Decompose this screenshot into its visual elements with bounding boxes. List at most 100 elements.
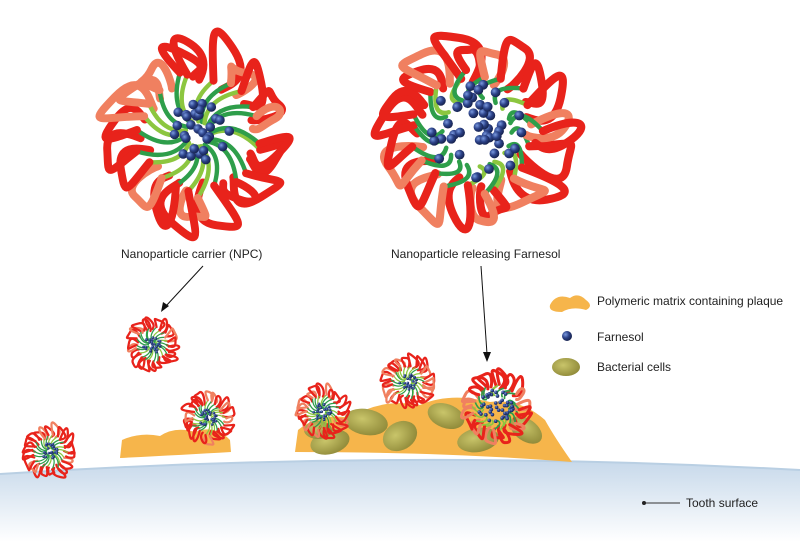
farnesol-molecule [51, 442, 55, 446]
npc-arrow [165, 265, 204, 307]
farnesol-molecule [503, 411, 507, 416]
farnesol-molecule [214, 419, 218, 423]
farnesol-molecule [213, 413, 217, 417]
farnesol-molecule [490, 388, 495, 393]
farnesol-molecule [151, 345, 155, 348]
polymer-chain [324, 409, 339, 415]
farnesol-molecule [158, 344, 162, 348]
farnesol-molecule [490, 87, 501, 98]
farnesol-molecule [406, 377, 409, 381]
polymer-chain [154, 342, 170, 348]
shell-loop [400, 356, 411, 369]
shell-loop [381, 367, 398, 377]
farnesol-molecule [153, 348, 157, 351]
farnesol-molecule [500, 398, 505, 403]
farnesol-molecule [329, 410, 333, 414]
polymer-chain [403, 365, 408, 380]
nanoparticle-releasing-large [370, 31, 586, 234]
farnesol-molecule [413, 375, 416, 379]
polymer-chain [452, 67, 469, 103]
farnesol-molecule [149, 349, 153, 352]
farnesol-molecule [488, 404, 493, 408]
farnesol-molecule [398, 381, 402, 385]
farnesol-molecule [429, 135, 440, 146]
farnesol-molecule [500, 416, 504, 420]
farnesol-molecule [315, 410, 319, 413]
polymer-chain [392, 383, 406, 390]
nanoparticle-on-plaque [294, 382, 352, 440]
polymer-chain [135, 337, 150, 346]
polymer-chain [49, 435, 59, 450]
farnesol-molecule [317, 402, 321, 406]
farnesol-molecule [316, 404, 320, 408]
release-arrowhead [483, 352, 491, 362]
farnesol-molecule [488, 410, 493, 414]
shell-loop [503, 373, 516, 394]
shell-loop [398, 46, 454, 90]
legend-bacteria-label: Bacterial cells [597, 360, 672, 374]
shell-loop [116, 144, 155, 192]
polymer-chain [202, 88, 244, 126]
polymer-chain [147, 347, 154, 362]
nanoparticles-group [21, 27, 586, 479]
farnesol-molecule [482, 101, 493, 112]
farnesol-molecule [494, 138, 504, 149]
farnesol-molecule [206, 408, 209, 412]
farnesol-molecule [496, 408, 501, 412]
shell-loop [64, 450, 76, 459]
farnesol-molecule [208, 413, 212, 416]
farnesol-molecule [189, 144, 199, 154]
farnesol-molecule [463, 90, 473, 101]
plaque-matrix-left [120, 429, 231, 458]
shell-loop [199, 431, 208, 445]
bacterial-cell [382, 420, 418, 452]
shell-loop [421, 376, 436, 391]
farnesol-molecule [407, 388, 411, 391]
farnesol-molecule [206, 102, 217, 112]
bacterial-cell [457, 427, 499, 453]
farnesol-molecule [312, 410, 316, 414]
farnesol-molecule [324, 414, 328, 418]
polymer-chain [46, 454, 52, 468]
npc-arrowhead [161, 302, 169, 312]
farnesol-molecule [51, 445, 55, 449]
shell-loop [483, 425, 498, 446]
farnesol-molecule [484, 164, 494, 174]
farnesol-molecule [212, 411, 216, 415]
polymer-chain [208, 420, 213, 437]
shell-loop [300, 395, 314, 404]
farnesol-molecule [204, 422, 207, 426]
shell-loop [95, 81, 158, 123]
farnesol-molecule [42, 455, 45, 458]
farnesol-molecule [155, 348, 159, 352]
farnesol-molecule [152, 342, 156, 346]
farnesol-molecule [318, 416, 322, 420]
polymer-chain [210, 414, 228, 420]
polymer-chain [193, 406, 206, 418]
farnesol-molecule [487, 391, 492, 396]
shell-loop [246, 132, 294, 170]
farnesol-molecule [327, 405, 331, 409]
farnesol-molecule [408, 377, 412, 381]
farnesol-molecule [493, 419, 498, 424]
polymer-chain [313, 414, 323, 429]
farnesol-molecule [434, 153, 445, 164]
shell-loop [169, 34, 208, 84]
polymer-chain [139, 330, 150, 344]
polymer-chain [157, 88, 190, 130]
farnesol-molecule [322, 418, 326, 422]
farnesol-molecule [53, 447, 56, 451]
orange-blob-icon [549, 295, 590, 312]
farnesol-molecule [198, 145, 209, 156]
shell-loop [315, 382, 325, 398]
farnesol-molecule [210, 423, 214, 426]
farnesol-molecule [50, 450, 54, 454]
shell-loop [515, 387, 526, 402]
shell-loop [522, 109, 573, 143]
farnesol-molecule [204, 412, 207, 415]
farnesol-molecule [471, 172, 481, 183]
farnesol-molecule [148, 341, 151, 344]
farnesol-molecule [44, 455, 48, 459]
tooth-surface [0, 459, 800, 542]
